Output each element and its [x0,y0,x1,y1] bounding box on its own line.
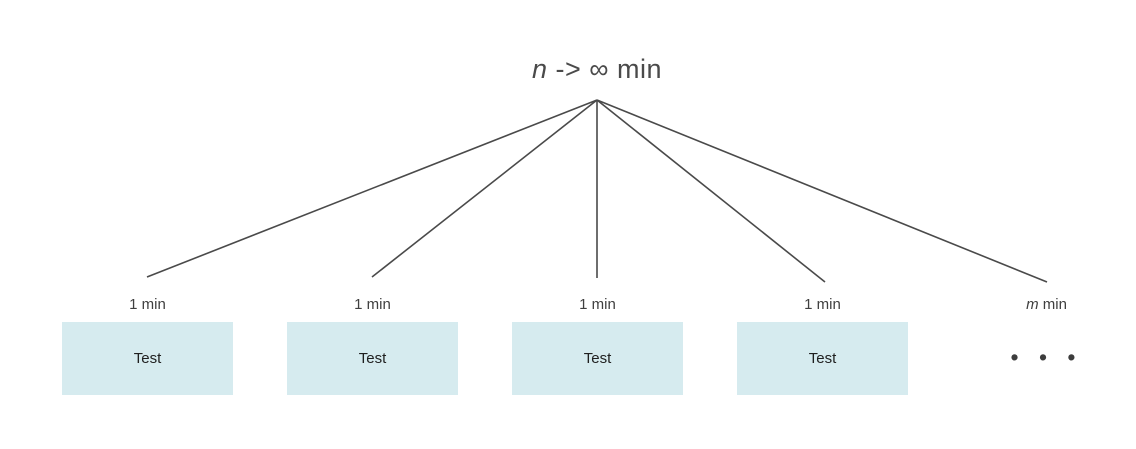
root-variable: n [531,54,548,84]
test-box: Test [512,322,683,395]
ellipsis-icon: • • • [1010,344,1083,370]
root-node-label: n -> ∞ min [532,54,662,85]
branch-line-4 [596,99,826,283]
duration-label: 1 min [129,296,166,313]
duration-label: 1 min [354,296,391,313]
test-box: Test [287,322,458,395]
test-box: Test [62,322,233,395]
branch-line-2 [371,99,598,278]
duration-label: 1 min [579,296,616,313]
test-box: Test [737,322,908,395]
branch-line-5 [596,99,1048,283]
continuation-label-rest: min [1038,296,1067,313]
root-label-rest: -> ∞ min [547,54,663,84]
continuation-variable: m [1026,296,1039,313]
branch-line-1 [146,99,598,278]
duration-label: 1 min [804,296,841,313]
duration-label: m min [961,296,1132,313]
